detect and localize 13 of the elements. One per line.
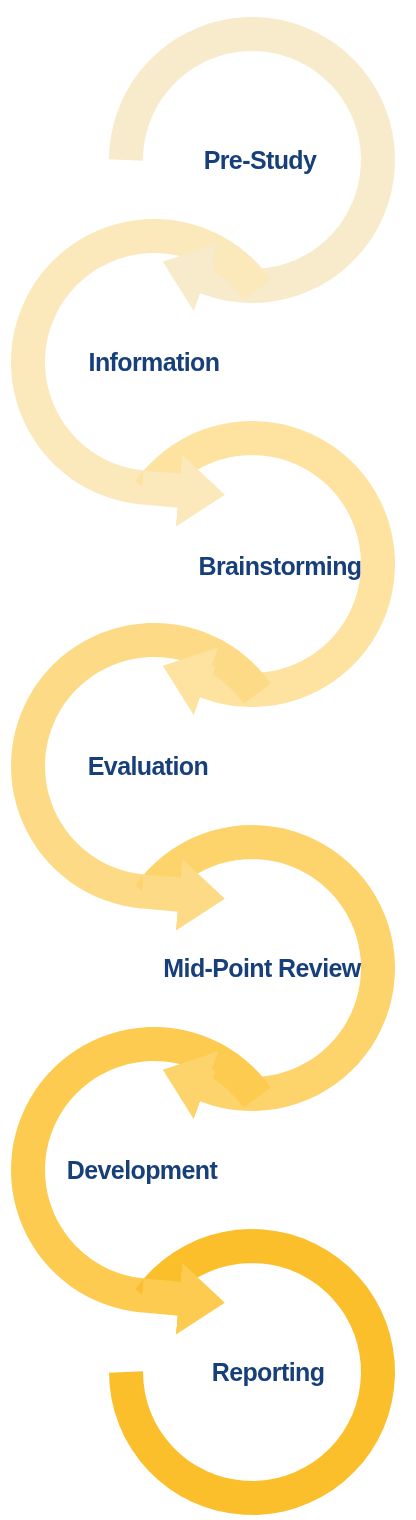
stage-label: Reporting [211, 1357, 325, 1387]
stage-label: Pre-Study [203, 145, 317, 175]
stage-label: Evaluation [87, 751, 209, 781]
stage-label: Development [66, 1155, 218, 1185]
arrow [162, 1051, 219, 1120]
arrow [140, 858, 225, 931]
stage-label: Brainstorming [198, 551, 362, 581]
arrow [140, 454, 225, 527]
arrow [162, 647, 219, 716]
arrow [162, 243, 219, 312]
stage-label: Information [88, 347, 220, 377]
stage-label: Mid-Point Review [163, 953, 361, 983]
arrow [140, 1262, 225, 1335]
